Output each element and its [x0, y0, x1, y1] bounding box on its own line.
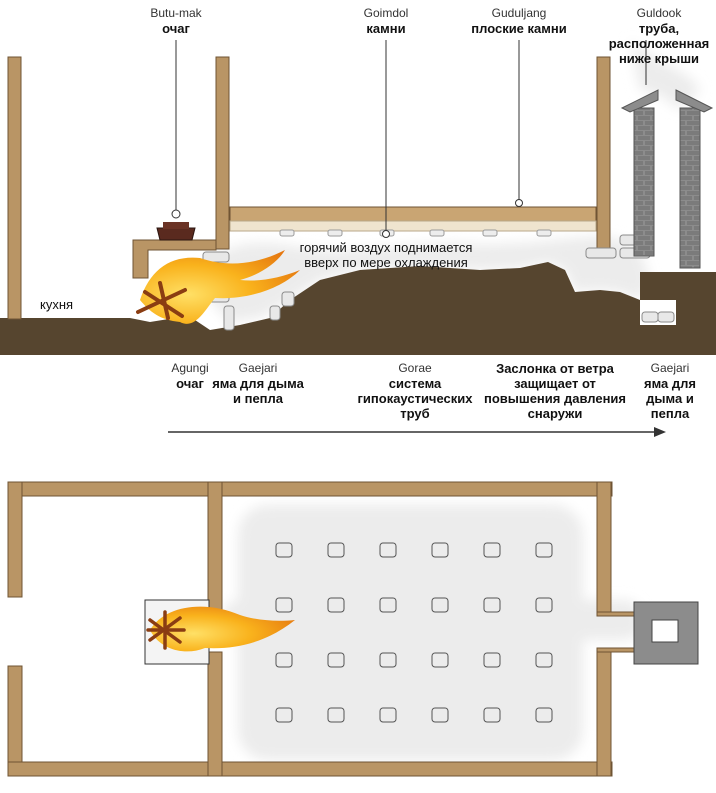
label-damper-ru: Заслонка от ветра защищает от повышения …: [483, 361, 627, 421]
plan-stone: [431, 707, 449, 723]
plan-stone: [431, 542, 449, 558]
label-agungi: Agungi очаг: [160, 361, 220, 391]
label-gaejari-left-translit: Gaejari: [238, 361, 278, 375]
right-wall-post: [596, 56, 611, 250]
plan-view: [7, 481, 699, 777]
smoke-cloud: [200, 40, 700, 322]
floor-layer: [229, 220, 597, 232]
label-butu-mak-translit: Butu-mak: [150, 6, 202, 20]
plan-stone: [275, 707, 293, 723]
plan-stone: [275, 542, 293, 558]
plan-stone: [275, 597, 293, 613]
label-guduljang-ru: плоские камни: [471, 21, 567, 36]
plan-stone: [379, 707, 397, 723]
plan-stone: [327, 652, 345, 668]
floor-stones: [279, 229, 552, 237]
fire-icon: [136, 250, 300, 324]
plan-stone: [535, 542, 553, 558]
label-gaejari-right-ru: яма для дыма и пепла: [644, 376, 696, 421]
plan-chimney: [633, 601, 699, 665]
label-kitchen: кухня: [40, 297, 74, 312]
ground-left: [0, 318, 150, 355]
left-wall-post: [7, 56, 22, 320]
label-hot-air: горячий воздух поднимается вверх по мере…: [299, 240, 473, 270]
label-gorae-translit: Gorae: [398, 361, 432, 375]
label-gaejari-left-ru: яма для дыма и пепла: [212, 376, 304, 406]
label-butu-mak-ru: очаг: [162, 21, 190, 36]
label-goimdol-ru: камни: [366, 21, 406, 36]
plan-stone: [327, 542, 345, 558]
label-agungi-ru: очаг: [176, 376, 204, 391]
plan-stone: [483, 542, 501, 558]
label-goimdol-translit: Goimdol: [363, 6, 409, 20]
middle-wall-post: [215, 56, 230, 250]
label-gaejari-right-translit: Gaejari: [650, 361, 690, 375]
label-gorae-ru: система гипокаустических труб: [357, 376, 473, 421]
plan-stone: [327, 597, 345, 613]
plan-stone-grid: [275, 542, 553, 723]
label-gorae: Gorae система гипокаустических труб: [350, 361, 480, 421]
hearth-ledge: [132, 239, 217, 279]
flow-arrow: [168, 427, 666, 437]
label-gaejari-left: Gaejari яма для дыма и пепла: [212, 361, 304, 406]
floor-board: [229, 206, 597, 222]
label-guldook-translit: Guldook: [636, 6, 682, 20]
plan-stone: [535, 652, 553, 668]
plan-stone: [379, 597, 397, 613]
label-agungi-translit: Agungi: [171, 361, 209, 375]
plan-stone: [275, 652, 293, 668]
plan-stone: [431, 597, 449, 613]
plan-stone: [483, 597, 501, 613]
plan-stone: [535, 707, 553, 723]
plan-stone: [379, 652, 397, 668]
plan-fire-icon: [146, 606, 295, 652]
leader-lines: [175, 40, 647, 238]
label-damper: Заслонка от ветра защищает от повышения …: [482, 361, 628, 421]
label-gaejari-right: Gaejari яма для дыма и пепла: [630, 361, 710, 421]
plan-stone: [483, 652, 501, 668]
ground-mass: [150, 262, 716, 355]
label-guldook: Guldook труба, расположенная ниже крыши: [604, 6, 714, 66]
label-guduljang-translit: Guduljang: [491, 6, 547, 20]
plan-stone: [483, 707, 501, 723]
plan-stone: [431, 652, 449, 668]
cross-section: [0, 40, 716, 437]
label-guldook-ru: труба, расположенная ниже крыши: [608, 21, 710, 66]
cooking-pot: [156, 209, 196, 241]
plan-stone: [379, 542, 397, 558]
plan-stone: [327, 707, 345, 723]
plan-walls: [7, 481, 636, 777]
label-butu-mak: Butu-mak очаг: [136, 6, 216, 36]
label-guduljang: Guduljang плоские камни: [460, 6, 578, 36]
chimney: [620, 89, 714, 269]
label-goimdol: Goimdol камни: [346, 6, 426, 36]
plan-stone: [535, 597, 553, 613]
